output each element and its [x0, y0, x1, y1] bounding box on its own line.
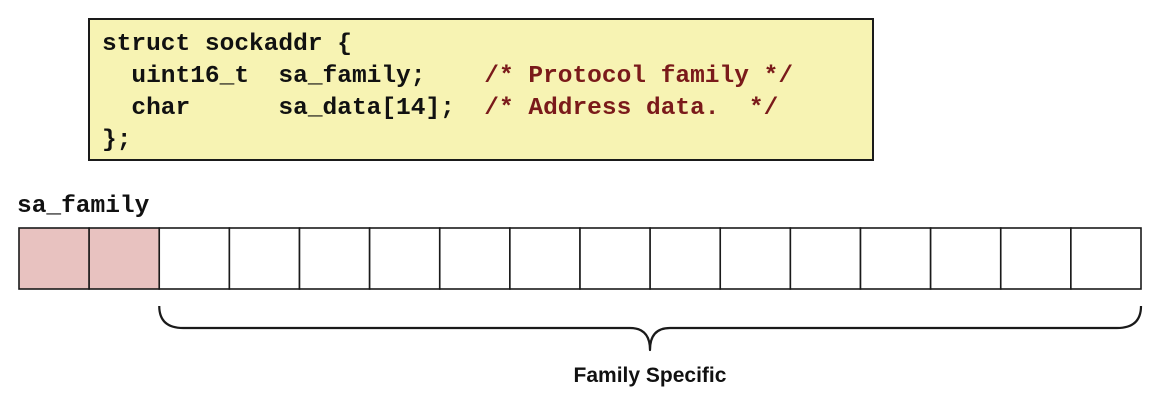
- sa-family-byte-cell: [88, 227, 161, 290]
- sa-data-byte-cell: [999, 227, 1072, 290]
- sa-data-byte-cell: [859, 227, 932, 290]
- code-text: uint16_t sa_family;: [102, 63, 485, 90]
- code-comment: /* Protocol family */: [484, 63, 794, 90]
- sa-data-byte-cell: [228, 227, 301, 290]
- sa-data-byte-cell: [649, 227, 722, 290]
- sa-data-byte-cell: [579, 227, 651, 290]
- sa-data-byte-cell: [158, 227, 231, 290]
- family-specific-caption: Family Specific: [573, 364, 727, 387]
- code-text: char sa_data[14];: [102, 95, 485, 122]
- sa-data-byte-cell: [929, 227, 1002, 290]
- sa-data-byte-cell: [368, 227, 441, 290]
- sa-data-byte-cell: [438, 227, 511, 290]
- struct-code-box: struct sockaddr { uint16_t sa_family; /*…: [88, 18, 874, 161]
- sa-data-byte-cell: [298, 227, 371, 290]
- code-line-2: uint16_t sa_family; /* Protocol family *…: [102, 61, 872, 93]
- code-line-3: char sa_data[14]; /* Address data. */: [102, 93, 872, 125]
- byte-cells: [18, 227, 1142, 290]
- code-text: struct sockaddr {: [102, 31, 352, 58]
- sa-data-byte-cell: [789, 227, 862, 290]
- family-specific-brace: [158, 305, 1143, 352]
- code-line-1: struct sockaddr {: [102, 29, 872, 61]
- code-text: };: [102, 127, 132, 154]
- sa-family-label: sa_family: [17, 193, 150, 220]
- sa-data-byte-cell: [509, 227, 581, 290]
- sa-data-byte-cell: [719, 227, 792, 290]
- code-comment: /* Address data. */: [484, 95, 779, 122]
- sa-family-byte-cell: [18, 227, 90, 290]
- sa-data-byte-cell: [1070, 227, 1142, 290]
- code-line-4: };: [102, 125, 872, 157]
